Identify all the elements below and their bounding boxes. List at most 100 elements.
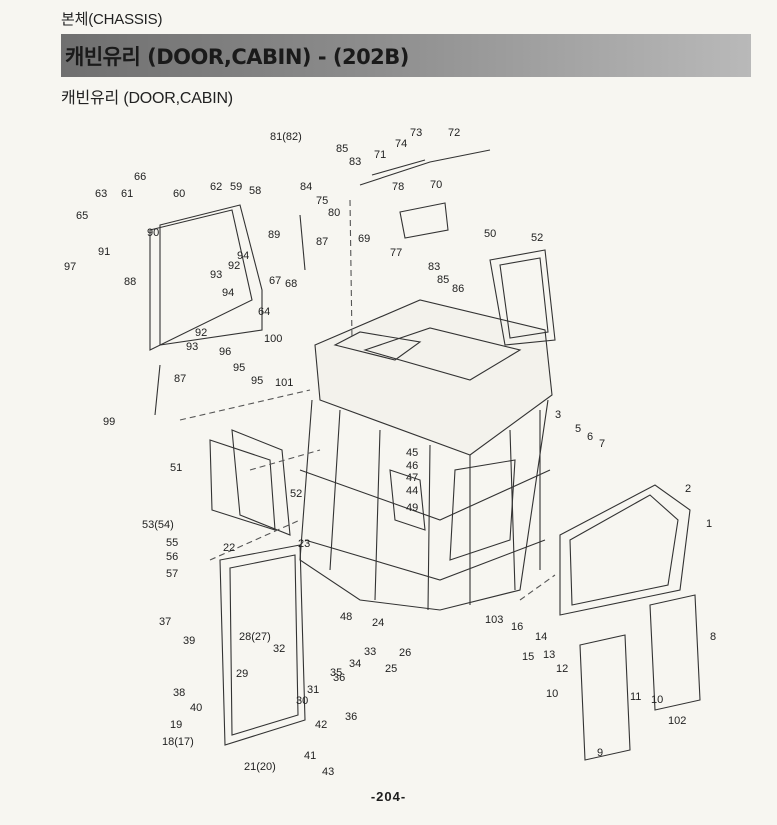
callout-label: 1	[706, 518, 712, 530]
callout-label: 38	[173, 687, 185, 699]
wiper-motor	[399, 202, 449, 239]
callout-label: 95	[251, 375, 263, 387]
callout-label: 95	[233, 362, 245, 374]
callout-label: 67	[269, 275, 281, 287]
breadcrumb: 본체(CHASSIS)	[61, 11, 163, 28]
callout-label: 33	[364, 646, 376, 658]
callout-label: 69	[358, 233, 370, 245]
callout-label: 83	[428, 261, 440, 273]
callout-label: 22	[223, 542, 235, 554]
rear-glass	[489, 249, 556, 346]
door-panel-lower	[219, 544, 306, 746]
callout-label: 97	[64, 261, 76, 273]
callout-label: 102	[668, 715, 686, 727]
callout-label: 48	[340, 611, 352, 623]
callout-label: 72	[448, 127, 460, 139]
callout-label: 13	[543, 649, 555, 661]
callout-label: 99	[103, 416, 115, 428]
callout-label: 55	[166, 537, 178, 549]
callout-label: 15	[522, 651, 534, 663]
callout-label: 7	[599, 438, 605, 450]
callout-label: 70	[430, 179, 442, 191]
callout-label: 10	[546, 688, 558, 700]
callout-label: 92	[195, 327, 207, 339]
callout-label: 21(20)	[244, 761, 276, 773]
callout-label: 59	[230, 181, 242, 193]
callout-label: 81(82)	[270, 131, 302, 143]
callout-label: 14	[535, 631, 547, 643]
callout-label: 89	[268, 229, 280, 241]
callout-label: 18(17)	[162, 736, 194, 748]
side-glass-right	[559, 484, 691, 616]
callout-label: 32	[273, 643, 285, 655]
callout-label: 88	[124, 276, 136, 288]
callout-label: 77	[390, 247, 402, 259]
callout-label: 42	[315, 719, 327, 731]
callout-label: 2	[685, 483, 691, 495]
callout-label: 100	[264, 333, 282, 345]
callout-label: 47	[406, 472, 418, 484]
callout-label: 50	[484, 228, 496, 240]
title-bar: 캐빈유리 (DOOR,CABIN) - (202B)	[61, 34, 751, 77]
callout-label: 5	[575, 423, 581, 435]
callout-label: 103	[485, 614, 503, 626]
callout-label: 52	[531, 232, 543, 244]
callout-label: 83	[349, 156, 361, 168]
lower-panel-right	[649, 594, 701, 711]
callout-label: 10	[651, 694, 663, 706]
page-title: 캐빈유리 (DOOR,CABIN) - (202B)	[65, 44, 409, 69]
callout-label: 39	[183, 635, 195, 647]
callout-label: 92	[228, 260, 240, 272]
callout-label: 53(54)	[142, 519, 174, 531]
callout-label: 74	[395, 138, 407, 150]
callout-label: 41	[304, 750, 316, 762]
callout-label: 60	[173, 188, 185, 200]
section-subtitle: 캐빈유리 (DOOR,CABIN)	[61, 90, 233, 107]
callout-label: 37	[159, 616, 171, 628]
lower-panel-left	[579, 634, 631, 761]
callout-label: 6	[587, 431, 593, 443]
callout-label: 94	[237, 250, 249, 262]
callout-label: 8	[710, 631, 716, 643]
callout-label: 49	[406, 502, 418, 514]
side-glass-left	[209, 439, 276, 531]
callout-label: 93	[186, 341, 198, 353]
callout-label: 51	[170, 462, 182, 474]
callout-label: 16	[511, 621, 523, 633]
callout-label: 25	[385, 663, 397, 675]
callout-label: 75	[316, 195, 328, 207]
callout-label: 80	[328, 207, 340, 219]
callout-label: 78	[392, 181, 404, 193]
callout-label: 85	[437, 274, 449, 286]
callout-label: 64	[258, 306, 270, 318]
callout-label: 71	[374, 149, 386, 161]
callout-label: 57	[166, 568, 178, 580]
callout-label: 19	[170, 719, 182, 731]
callout-label: 26	[399, 647, 411, 659]
callout-label: 94	[222, 287, 234, 299]
callout-label: 28(27)	[239, 631, 271, 643]
wiper-arm	[359, 149, 491, 186]
callout-label: 73	[410, 127, 422, 139]
callout-label: 30	[296, 695, 308, 707]
gas-strut-lower	[154, 364, 161, 416]
callout-label: 87	[174, 373, 186, 385]
callout-label: 36	[333, 672, 345, 684]
callout-label: 62	[210, 181, 222, 193]
callout-label: 45	[406, 447, 418, 459]
page-number: -204-	[370, 789, 407, 804]
callout-label: 56	[166, 551, 178, 563]
callout-label: 40	[190, 702, 202, 714]
callout-label: 31	[307, 684, 319, 696]
callout-label: 36	[345, 711, 357, 723]
callout-label: 58	[249, 185, 261, 197]
callout-label: 52	[290, 488, 302, 500]
callout-label: 34	[349, 658, 361, 670]
callout-label: 86	[452, 283, 464, 295]
gas-strut-upper	[299, 214, 306, 271]
callout-label: 96	[219, 346, 231, 358]
cabin-roof	[314, 299, 553, 456]
callout-label: 85	[336, 143, 348, 155]
